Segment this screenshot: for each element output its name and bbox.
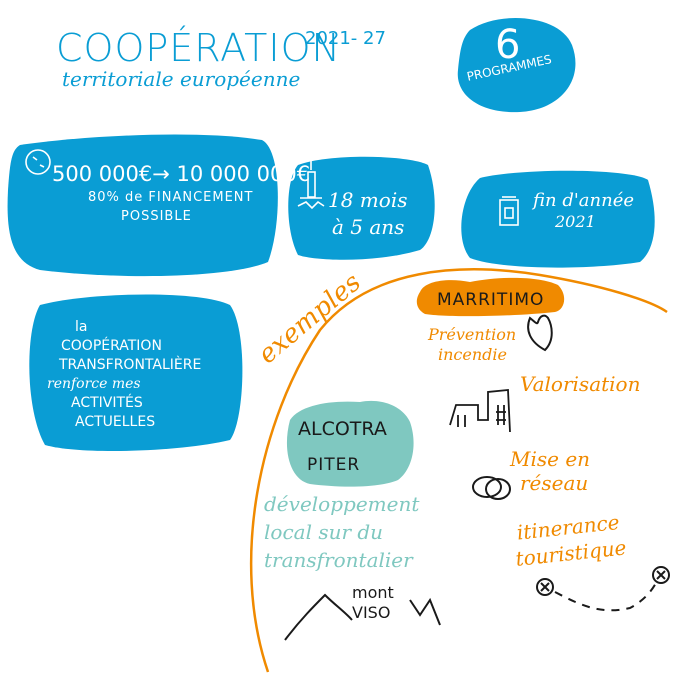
line: développement xyxy=(264,492,420,516)
castle-icon xyxy=(449,389,511,433)
deadline-blob xyxy=(461,170,655,268)
line: ACTIVITÉS xyxy=(71,395,143,411)
programmes-count: 6 xyxy=(495,22,521,68)
cooperation-text: la COOPÉRATION TRANSFRONTALIÈRE renforce… xyxy=(47,318,202,432)
line: la xyxy=(75,319,88,335)
line: incendie xyxy=(438,345,507,364)
example-prevention: Prévention incendie xyxy=(428,325,516,365)
line: mont xyxy=(352,583,394,602)
line: Prévention xyxy=(428,325,517,344)
example-valorisation: Valorisation xyxy=(520,372,641,396)
budget-financing: 80% de FINANCEMENT xyxy=(88,190,254,205)
calendar-icon xyxy=(499,196,519,226)
rings-icon xyxy=(472,476,511,500)
line: réseau xyxy=(520,471,589,495)
duration-line2: à 5 ans xyxy=(332,215,405,239)
budget-blob xyxy=(7,134,278,277)
deadline-line1: fin d'année xyxy=(533,190,635,211)
marritimo-cloud xyxy=(416,277,565,317)
budget-range: 500 000€→ 10 000 000€ xyxy=(52,162,311,186)
candle-icon xyxy=(297,160,325,210)
alcotra-title: ALCOTRA xyxy=(298,418,387,440)
subtitle: territoriale européenne xyxy=(62,67,301,91)
mont-viso: mont VISO xyxy=(352,583,394,623)
line: ACTUELLES xyxy=(75,414,156,430)
line: Mise en xyxy=(510,447,591,471)
fire-icon xyxy=(527,314,553,352)
cooperation-blob xyxy=(29,294,243,452)
line: TRANSFRONTALIÈRE xyxy=(59,357,202,373)
money-bag-icon xyxy=(25,149,51,175)
examples-arc xyxy=(249,268,668,673)
line: COOPÉRATION xyxy=(61,338,162,354)
duration-line1: 18 mois xyxy=(328,188,408,212)
mountain-icon xyxy=(284,593,441,641)
line: transfrontalier xyxy=(264,548,413,572)
years: 2021- 27 xyxy=(305,28,386,49)
example-network: Mise en réseau xyxy=(510,447,590,495)
route-icon xyxy=(536,566,670,612)
example-tourism: itinerance touristique xyxy=(514,509,628,572)
alcotra-cloud xyxy=(286,400,414,487)
line: local sur du xyxy=(264,520,384,544)
page-title: COOPÉRATION xyxy=(56,26,341,70)
line: VISO xyxy=(352,603,391,622)
budget-possible: POSSIBLE xyxy=(121,209,192,224)
alcotra-desc: développement local sur du transfrontali… xyxy=(264,490,419,574)
duration-blob xyxy=(288,156,435,260)
deadline-line2: 2021 xyxy=(555,212,596,231)
line: renforce mes xyxy=(47,376,141,392)
programmes-blob xyxy=(457,18,576,113)
marritimo-title: MARRITIMO xyxy=(437,290,545,310)
alcotra-sub: PITER xyxy=(307,455,361,475)
